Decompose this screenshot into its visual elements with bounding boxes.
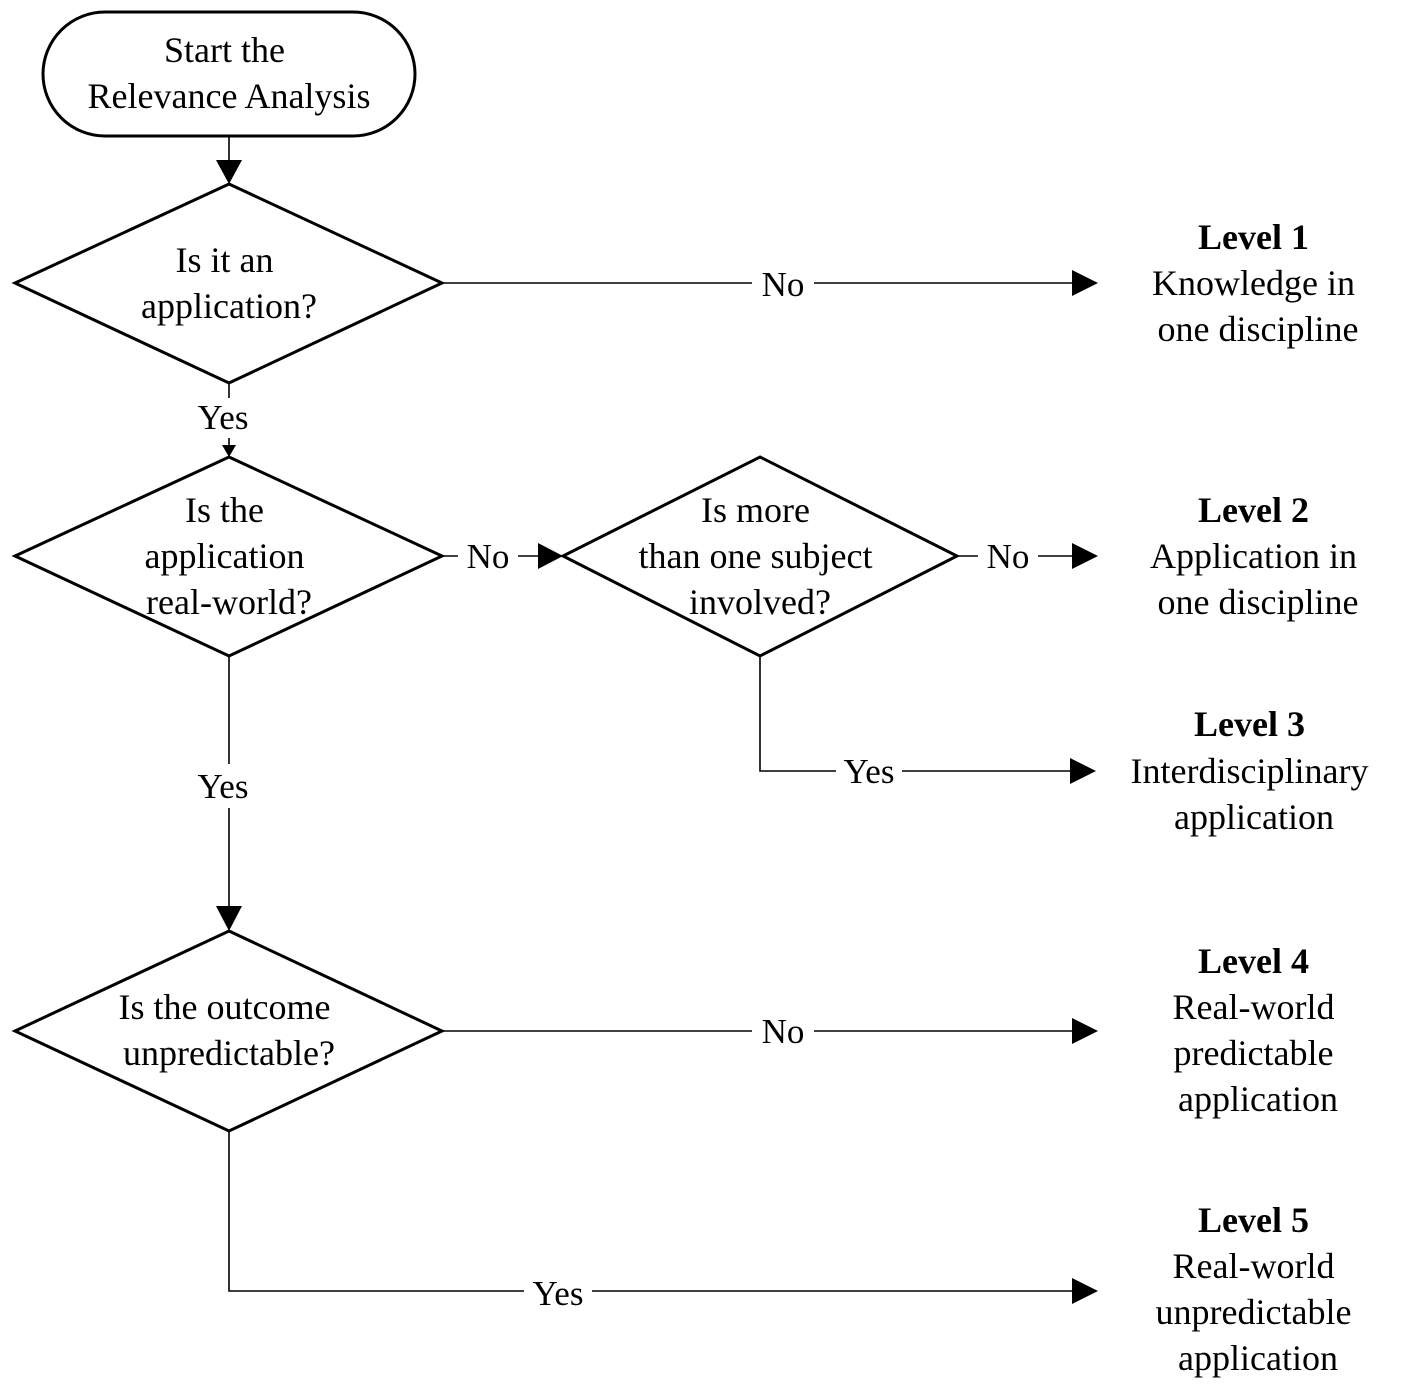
decision-line: Is more <box>701 490 810 530</box>
start-line: Start the <box>164 30 285 70</box>
level-3-line: application <box>1174 797 1334 837</box>
level-2-block: Level 2 Application in one discipline <box>1150 490 1366 622</box>
branch-label-application-yes: Yes <box>198 398 249 437</box>
start-terminal-label: Start the Relevance Analysis <box>88 30 371 116</box>
level-5-block: Level 5 Real-world unpredictable applica… <box>1156 1200 1361 1378</box>
level-4-line: Real-world <box>1173 987 1335 1027</box>
level-1-block: Level 1 Knowledge in one discipline <box>1152 217 1364 349</box>
decision-line: Is the <box>185 490 264 530</box>
arrowhead-real-world-no <box>538 543 563 569</box>
connector-outcome-yes <box>228 1131 1074 1292</box>
branch-label-subjects-no: No <box>987 537 1030 576</box>
arrowhead-subjects-no <box>1072 543 1098 569</box>
decision-is-real-world-shape <box>11 455 446 658</box>
arrowhead-outcome-yes <box>1072 1278 1098 1304</box>
decision-line: Is the outcome <box>119 987 331 1027</box>
branch-label-outcome-no: No <box>762 1012 805 1051</box>
level-1-line: one discipline <box>1158 309 1359 349</box>
branch-label-outcome-yes: Yes <box>533 1274 584 1313</box>
decision-line: involved? <box>689 582 831 622</box>
start-terminal-shape <box>41 10 417 138</box>
level-4-block: Level 4 Real-world predictable applicati… <box>1173 941 1344 1119</box>
arrowhead-outcome-no <box>1072 1018 1098 1044</box>
start-line: Relevance Analysis <box>88 76 371 116</box>
level-4-line: predictable <box>1174 1033 1334 1073</box>
level-3-block: Level 3 Interdisciplinary application <box>1131 704 1378 837</box>
branch-label-subjects-yes: Yes <box>844 752 895 791</box>
arrowhead-application-no <box>1072 270 1098 296</box>
start-terminal: Start the Relevance Analysis <box>41 10 417 138</box>
arrowhead-real-world-yes <box>216 906 242 931</box>
arrowhead-subjects-yes <box>1070 758 1096 784</box>
decision-line: application <box>145 536 305 576</box>
level-2-line: Application in <box>1150 536 1357 576</box>
level-1-title: Level 1 <box>1198 217 1309 257</box>
level-5-title: Level 5 <box>1198 1200 1309 1240</box>
decision-line: unpredictable? <box>123 1033 335 1073</box>
level-5-line: Real-world <box>1173 1246 1335 1286</box>
decision-line: real-world? <box>146 582 312 622</box>
decision-line: application? <box>141 286 317 326</box>
level-2-title: Level 2 <box>1198 490 1309 530</box>
decision-more-subjects-label: Is more than one subject involved? <box>639 490 882 622</box>
decision-outcome-unpredictable: Is the outcome unpredictable? <box>11 929 446 1133</box>
decision-is-application-label: Is it an application? <box>141 240 317 326</box>
level-3-line: Interdisciplinary <box>1131 751 1369 791</box>
branch-label-application-no: No <box>762 265 805 304</box>
level-outcomes: Level 1 Knowledge in one discipline Leve… <box>1131 217 1378 1378</box>
decision-line: Is it an <box>176 240 274 280</box>
decision-is-real-world: Is the application real-world? <box>11 455 446 658</box>
branch-labels: No Yes No No Yes Yes No Yes <box>188 262 1038 1313</box>
arrowhead-start-to-application <box>216 160 242 184</box>
decision-is-application-shape <box>11 182 446 385</box>
level-3-title: Level 3 <box>1194 704 1305 744</box>
decision-more-subjects: Is more than one subject involved? <box>559 455 961 658</box>
level-2-line: one discipline <box>1158 582 1359 622</box>
decision-outcome-unpredictable-shape <box>11 929 446 1133</box>
decision-is-real-world-label: Is the application real-world? <box>145 490 314 622</box>
arrowhead-application-yes <box>222 445 236 457</box>
decision-outcome-unpredictable-label: Is the outcome unpredictable? <box>119 987 340 1073</box>
level-5-line: unpredictable <box>1156 1292 1352 1332</box>
decision-is-application: Is it an application? <box>11 182 446 385</box>
level-5-line: application <box>1178 1338 1338 1378</box>
decision-more-subjects-shape <box>559 455 961 658</box>
level-4-title: Level 4 <box>1198 941 1309 981</box>
branch-label-real-world-yes: Yes <box>198 767 249 806</box>
decision-line: than one subject <box>639 536 873 576</box>
level-4-line: application <box>1178 1079 1338 1119</box>
connector-subjects-yes <box>759 656 1072 772</box>
level-1-line: Knowledge in <box>1152 263 1355 303</box>
branch-label-real-world-no: No <box>467 537 510 576</box>
